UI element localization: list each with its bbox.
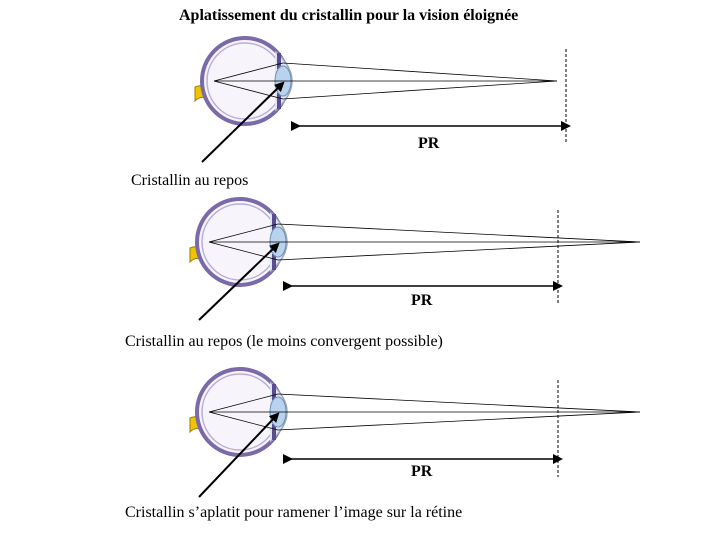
caption-2: Cristallin au repos (le moins convergent… [125, 334, 443, 350]
caption-3: Cristallin s’aplatit pour ramener l’imag… [125, 505, 462, 521]
pr-label-3: PR [411, 464, 432, 480]
diagram-title: Aplatissement du cristallin pour la visi… [179, 8, 518, 24]
ray-outer-top [278, 394, 640, 412]
eye-panel-1 [195, 38, 566, 162]
ray-outer-top [283, 63, 557, 81]
ray-outer-bottom [278, 412, 640, 430]
ray-outer-top [278, 224, 640, 242]
ray-outer-bottom [278, 242, 640, 260]
caption-1: Cristallin au repos [131, 173, 248, 189]
pr-label-1: PR [418, 136, 439, 152]
pr-label-2: PR [411, 293, 432, 309]
ray-outer-bottom [283, 81, 557, 99]
